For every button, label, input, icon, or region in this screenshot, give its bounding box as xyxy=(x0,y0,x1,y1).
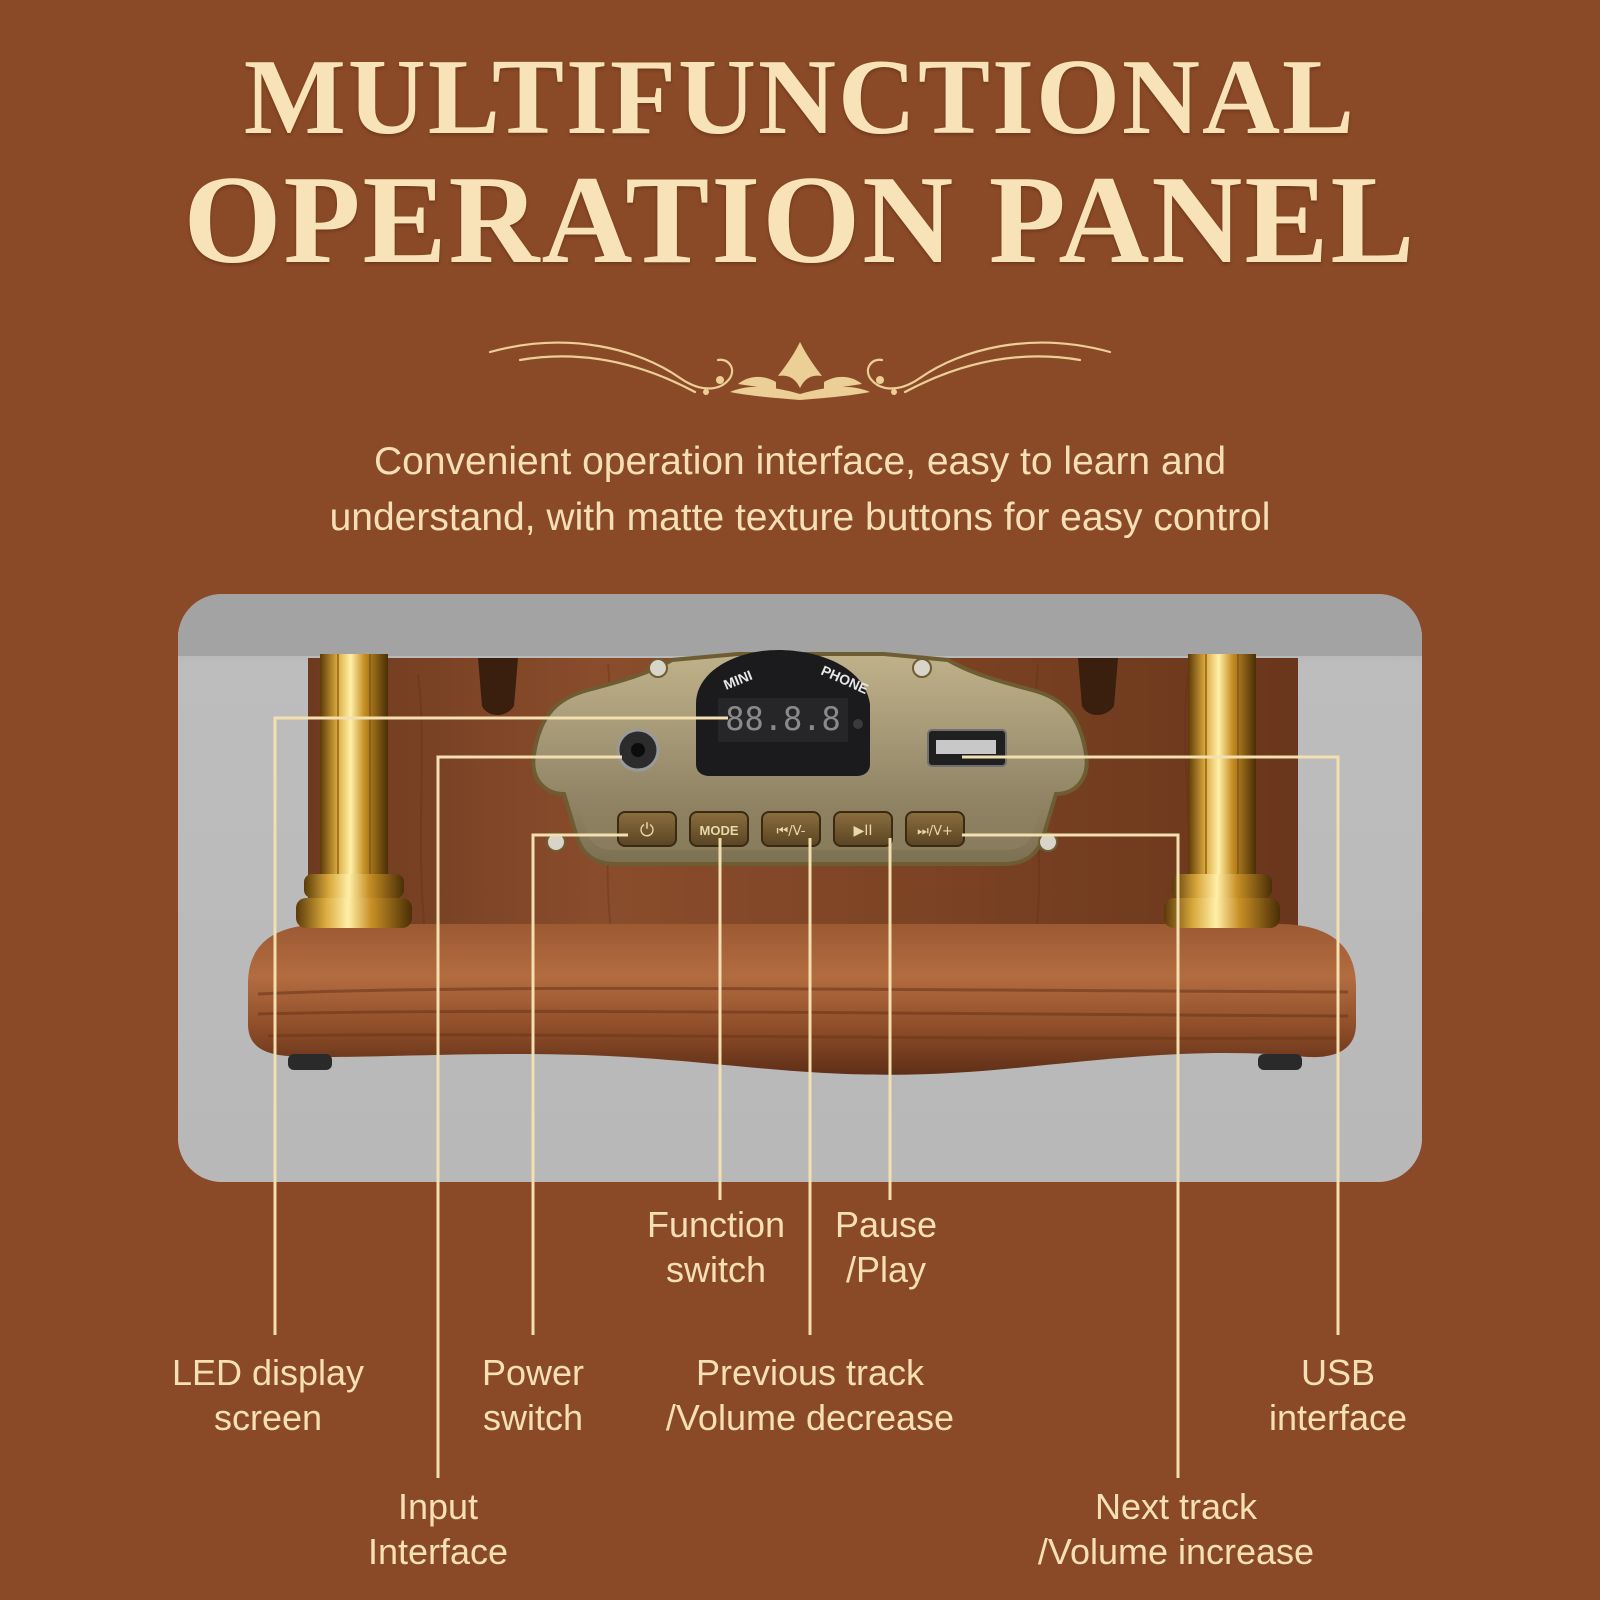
prev-button[interactable]: ⏮/V- xyxy=(777,824,806,839)
callout-pause-play: Pause/Play xyxy=(834,1204,938,1290)
power-button[interactable]: ⏻ xyxy=(640,820,654,841)
callout-previous-track: Previous track/Volume decrease xyxy=(665,1352,955,1438)
callout-next-track: Next track/Volume increase xyxy=(1037,1486,1315,1572)
title-line-1: MULTIFUNCTIONAL xyxy=(243,38,1357,157)
title-line-2: OPERATION PANEL xyxy=(183,151,1417,290)
button-row: ⏻ MODE ⏮/V- ▶II ⏭/V+ xyxy=(617,811,965,847)
flourish-ornament-icon xyxy=(488,341,1112,400)
subtitle-line-2: understand, with matte texture buttons f… xyxy=(329,496,1271,539)
next-button[interactable]: ⏭/V+ xyxy=(917,824,953,839)
subtitle-line-1: Convenient operation interface, easy to … xyxy=(373,440,1227,483)
play-pause-button[interactable]: ▶II xyxy=(853,823,872,839)
led-display: 88.8.8 xyxy=(725,700,841,738)
product-photo: MINI PHONE 88.8.8 ⏻ MODE ⏮/V- ▶II ⏭/V+ xyxy=(178,594,1422,1182)
mode-button[interactable]: MODE xyxy=(700,823,739,838)
